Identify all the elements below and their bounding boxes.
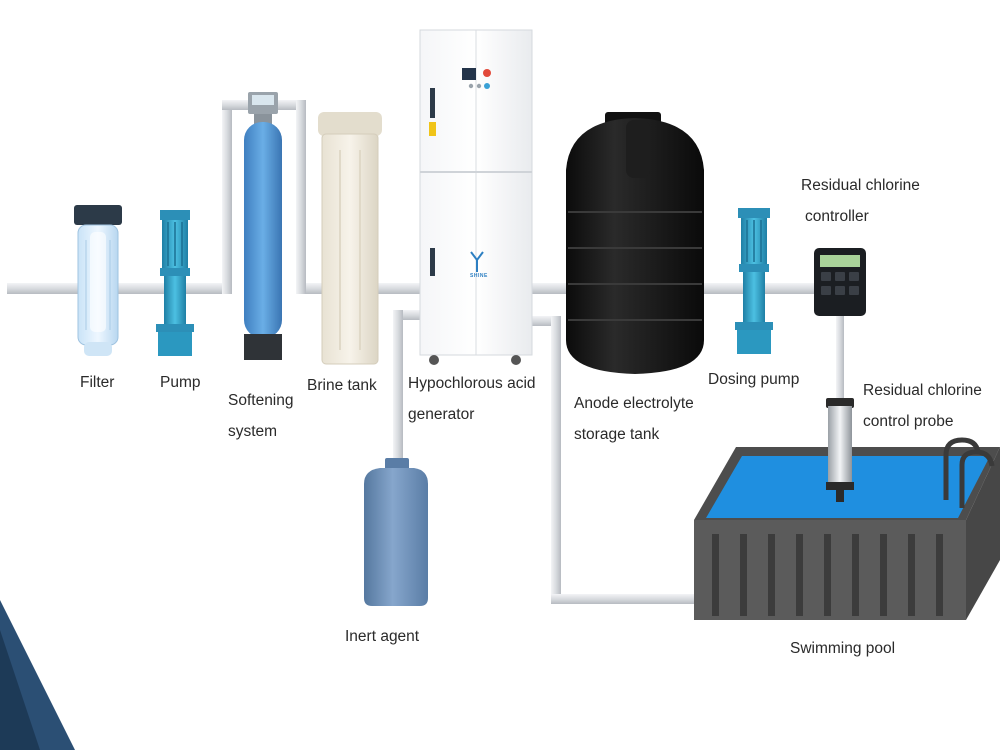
softener-pipe-down-right xyxy=(296,100,306,294)
brine-tank-unit xyxy=(318,112,382,365)
softening-system-unit xyxy=(244,92,282,360)
label-inert-agent: Inert agent xyxy=(345,628,420,645)
pump-unit xyxy=(156,210,194,356)
inert-agent-bottle xyxy=(364,458,428,606)
generator-brand-logo: SHINE xyxy=(470,273,488,279)
corner-stripe-shadow xyxy=(0,630,40,750)
label-pump: Pump xyxy=(160,374,201,391)
hypochlorous-acid-generator-unit xyxy=(419,29,533,365)
inert-pipe-horizontal xyxy=(393,310,423,320)
label-filter: Filter xyxy=(80,374,115,391)
residual-chlorine-probe xyxy=(826,398,854,502)
anode-electrolyte-storage-tank-unit xyxy=(566,112,704,374)
label-brine-tank: Brine tank xyxy=(307,377,377,394)
pool-pipe-vertical xyxy=(551,316,561,604)
residual-chlorine-controller-unit xyxy=(814,248,866,316)
filter-unit xyxy=(74,205,122,356)
label-swimming-pool: Swimming pool xyxy=(790,640,896,657)
dosing-pump-unit xyxy=(735,208,773,354)
probe-cable xyxy=(836,314,844,399)
pool-pipe-horizontal-bottom xyxy=(551,594,696,604)
softener-pipe-up-left xyxy=(222,100,232,294)
label-dosing-pump: Dosing pump xyxy=(708,371,800,388)
pool-pipe-horizontal-top xyxy=(532,316,560,326)
inert-pipe-vertical xyxy=(393,310,403,460)
